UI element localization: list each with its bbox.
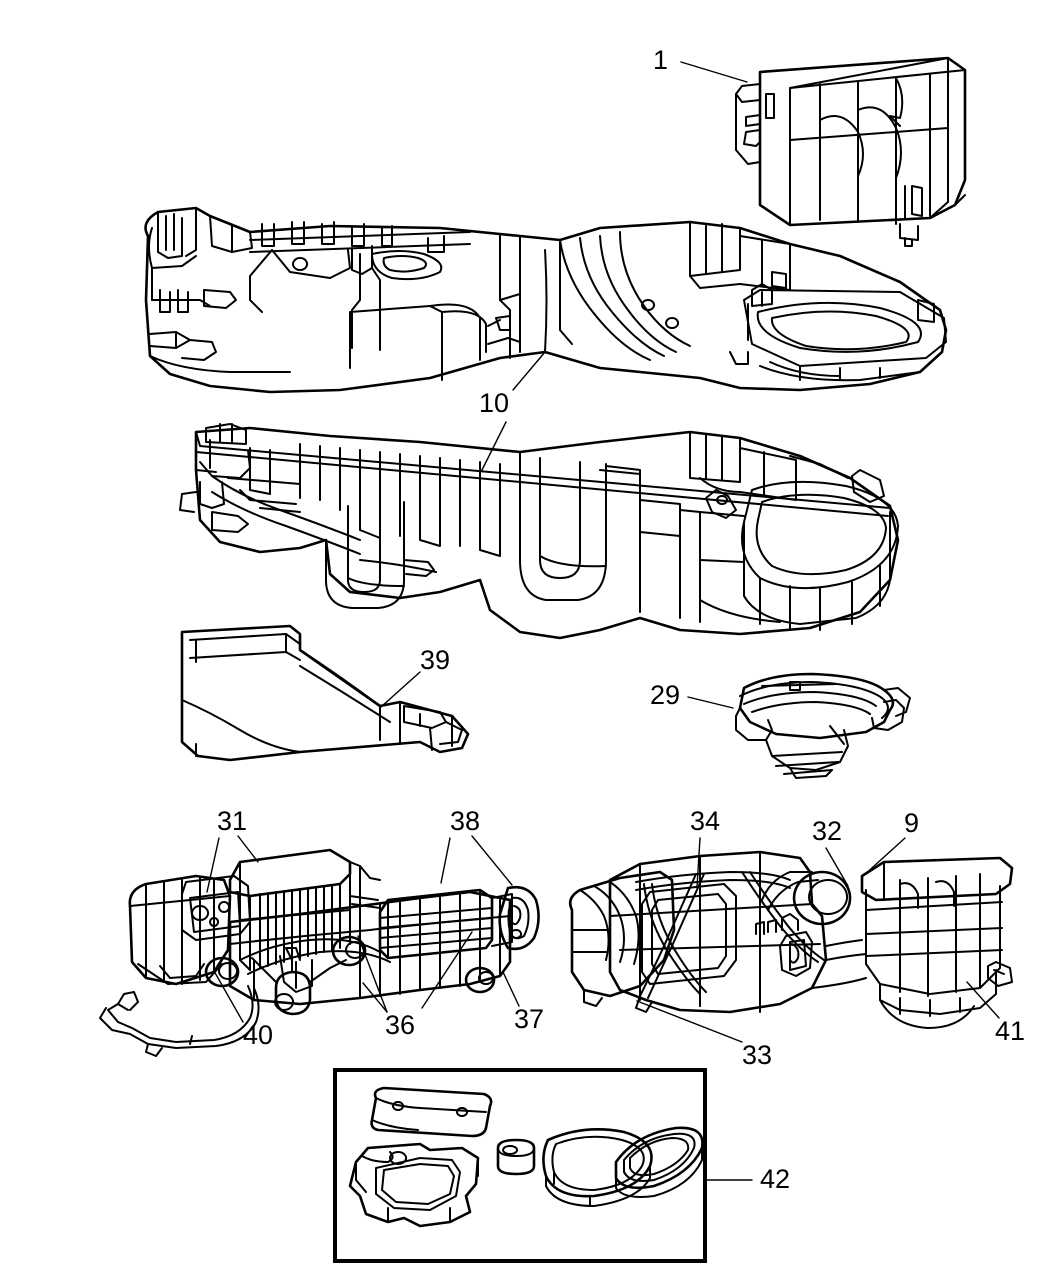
leader-line-38-1 xyxy=(471,835,513,886)
leader-line-37-0 xyxy=(502,971,520,1007)
leader-line-33-0 xyxy=(636,1000,743,1043)
leader-line-40-0 xyxy=(213,970,244,1023)
part-seal-kit xyxy=(348,1086,704,1228)
leader-line-31-0 xyxy=(206,837,220,893)
callout-40: 40 xyxy=(243,1020,274,1050)
callout-32: 32 xyxy=(812,816,843,846)
part-housing-upper-half xyxy=(144,206,948,394)
leader-line-38-0 xyxy=(440,837,451,884)
callout-10: 10 xyxy=(479,388,510,418)
callout-9: 9 xyxy=(904,808,920,838)
part-housing-lower-half xyxy=(179,423,900,640)
leader-line-34-0 xyxy=(696,837,701,888)
leader-line-41-0 xyxy=(966,981,1000,1019)
part-air-inlet-vacuum-assembly xyxy=(568,850,1014,1029)
callout-34: 34 xyxy=(690,806,721,836)
seal-kit-inset-frame xyxy=(333,1068,707,1263)
leader-line-39-0 xyxy=(380,671,421,708)
callout-31: 31 xyxy=(217,806,248,836)
callout-42: 42 xyxy=(760,1164,791,1194)
leader-line-31-1 xyxy=(237,835,259,863)
callout-38: 38 xyxy=(450,806,481,836)
part-blower-motor xyxy=(735,672,911,779)
leader-line-29-0 xyxy=(687,696,734,709)
callout-1: 1 xyxy=(653,45,669,75)
callout-36: 36 xyxy=(385,1010,416,1040)
leader-line-32-0 xyxy=(825,847,849,887)
leader-line-36-0 xyxy=(357,935,388,1013)
leader-line-1-0 xyxy=(680,61,748,83)
part-distribution-duct xyxy=(180,624,470,762)
leader-line-36-1 xyxy=(362,982,388,1013)
part-evaporator-heater-assembly xyxy=(99,848,540,1057)
callout-37: 37 xyxy=(514,1004,545,1034)
callout-39: 39 xyxy=(420,645,451,675)
callout-33: 33 xyxy=(742,1040,773,1070)
leader-line-10-1 xyxy=(481,421,507,471)
leader-line-36-2 xyxy=(421,931,473,1009)
leader-line-10-0 xyxy=(512,351,546,391)
leader-lines xyxy=(206,61,1000,1181)
callout-41: 41 xyxy=(995,1016,1026,1046)
callout-29: 29 xyxy=(650,680,681,710)
leader-line-9-0 xyxy=(861,837,906,878)
part-blower-case xyxy=(735,56,967,247)
